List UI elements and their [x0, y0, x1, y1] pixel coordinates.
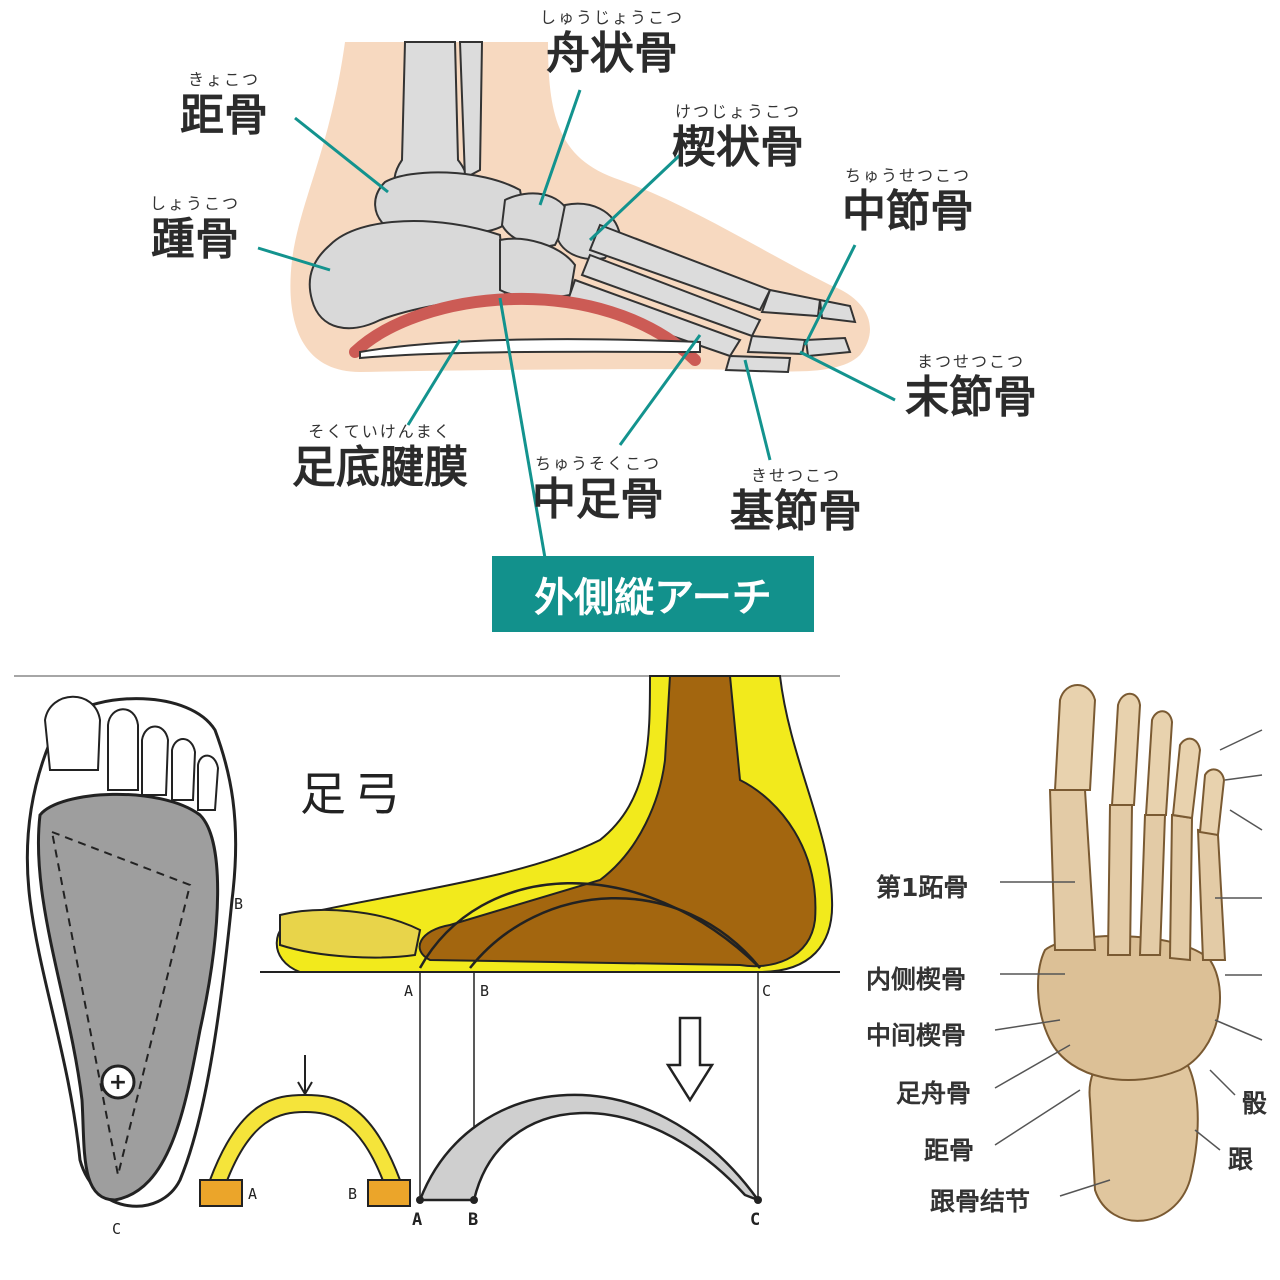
- label-calcaneal-tuberosity: 跟骨结节: [930, 1187, 1031, 1216]
- brown-bone-structure: [418, 675, 817, 968]
- label-partial-cuboid: 骰: [1242, 1089, 1268, 1118]
- label-navicular-name: 舟状骨: [546, 28, 678, 79]
- dorsal-foot-skeleton: [1037, 684, 1227, 1222]
- label-first-metatarsal: 第1跖骨: [876, 873, 969, 902]
- label-talus-ruby: きょこつ: [187, 70, 260, 89]
- small-yellow-arch: [208, 1093, 402, 1188]
- forefoot-bones: [279, 909, 422, 959]
- label-metatarsal-name: 中足骨: [532, 474, 664, 525]
- label-cuneiform-ruby: けつじょうこつ: [674, 102, 801, 121]
- label-distal-phalanx-name: 末節骨: [905, 372, 1037, 423]
- label-talus: きょこつ 距骨: [180, 72, 268, 138]
- beam-label-b: B: [468, 1210, 479, 1230]
- label-proximal-phalanx-ruby: きせつこつ: [750, 466, 841, 485]
- label-middle-phalanx: ちゅうせつこつ 中節骨: [842, 168, 974, 234]
- beam-point-b: [470, 1196, 478, 1204]
- label-medial-cuneiform: 内侧楔骨: [866, 965, 967, 994]
- arch-title: 足弓: [300, 767, 408, 821]
- tarsal-cluster: [1037, 935, 1221, 1081]
- label-calcaneus-ruby: しょうこつ: [150, 194, 241, 213]
- ground-point-a: A: [404, 982, 414, 1000]
- small-arch-label-b: B: [348, 1185, 358, 1203]
- metatarsals-dorsal: [1048, 789, 1227, 962]
- label-plantar-fascia-ruby: そくていけんまく: [308, 422, 452, 441]
- sole-contact-area: [36, 792, 220, 1202]
- weight-triangle: [50, 830, 192, 1176]
- heel-center-marker: [100, 1064, 136, 1100]
- ground-point-b: B: [480, 982, 490, 1000]
- label-distal-phalanx-ruby: まつせつこつ: [916, 352, 1025, 371]
- plantar-fascia-band: [359, 338, 701, 360]
- label-distal-phalanx: まつせつこつ 末節骨: [905, 354, 1037, 420]
- label-talus-cn: 距骨: [924, 1136, 975, 1165]
- beam-arch: [418, 1093, 762, 1203]
- right-leader-lines: [994, 729, 1263, 1197]
- fibula-bone: [458, 41, 484, 180]
- arch-lines: [418, 882, 761, 969]
- small-arch-label-a: A: [248, 1185, 258, 1203]
- label-metatarsal-ruby: ちゅうそくこつ: [534, 454, 661, 473]
- beam-label-c: C: [750, 1210, 761, 1230]
- label-calcaneus: しょうこつ 踵骨: [150, 196, 240, 262]
- label-navicular: しゅうじょうこつ 舟状骨: [540, 10, 684, 76]
- lateral-arch-tag: 外側縦アーチ: [492, 556, 814, 632]
- beam-label-a: A: [412, 1210, 423, 1230]
- label-proximal-phalanx-name: 基節骨: [730, 486, 862, 537]
- toe-outlines: [43, 695, 220, 811]
- label-calcaneus-name: 踵骨: [151, 214, 239, 265]
- label-cuneiform: けつじょうこつ 楔状骨: [672, 104, 804, 170]
- label-navicular-cn: 足舟骨: [896, 1079, 972, 1108]
- ground-point-c: C: [762, 982, 772, 1000]
- label-metatarsal: ちゅうそくこつ 中足骨: [532, 456, 664, 522]
- small-arch-block-b: [367, 1179, 411, 1207]
- label-partial-calcaneus: 跟: [1228, 1145, 1254, 1174]
- label-middle-phalanx-ruby: ちゅうせつこつ: [844, 166, 971, 185]
- beam-point-c: [754, 1196, 762, 1204]
- lateral-arch-curve: [349, 292, 701, 366]
- small-arch-block-a: [199, 1179, 243, 1207]
- label-plantar-fascia-name: 足底腱膜: [292, 442, 468, 493]
- beam-point-a: [416, 1196, 424, 1204]
- label-cuneiform-name: 楔状骨: [672, 122, 804, 173]
- label-plantar-fascia: そくていけんまく 足底腱膜: [292, 424, 468, 490]
- label-intermediate-cuneiform: 中间楔骨: [866, 1021, 967, 1050]
- label-talus-name: 距骨: [180, 90, 268, 141]
- small-arch-down-arrow-icon: [297, 1055, 313, 1096]
- label-middle-phalanx-name: 中節骨: [842, 186, 974, 237]
- load-arrow-icon: [665, 1016, 715, 1103]
- phalanges-dorsal: [1053, 684, 1226, 837]
- sole-point-b: B: [234, 895, 244, 913]
- leader-lines: [257, 89, 896, 559]
- label-proximal-phalanx: きせつこつ 基節骨: [730, 468, 862, 534]
- label-navicular-ruby: しゅうじょうこつ: [540, 8, 685, 27]
- plus-icon: +: [109, 1070, 127, 1095]
- sole-point-c: C: [112, 1220, 122, 1238]
